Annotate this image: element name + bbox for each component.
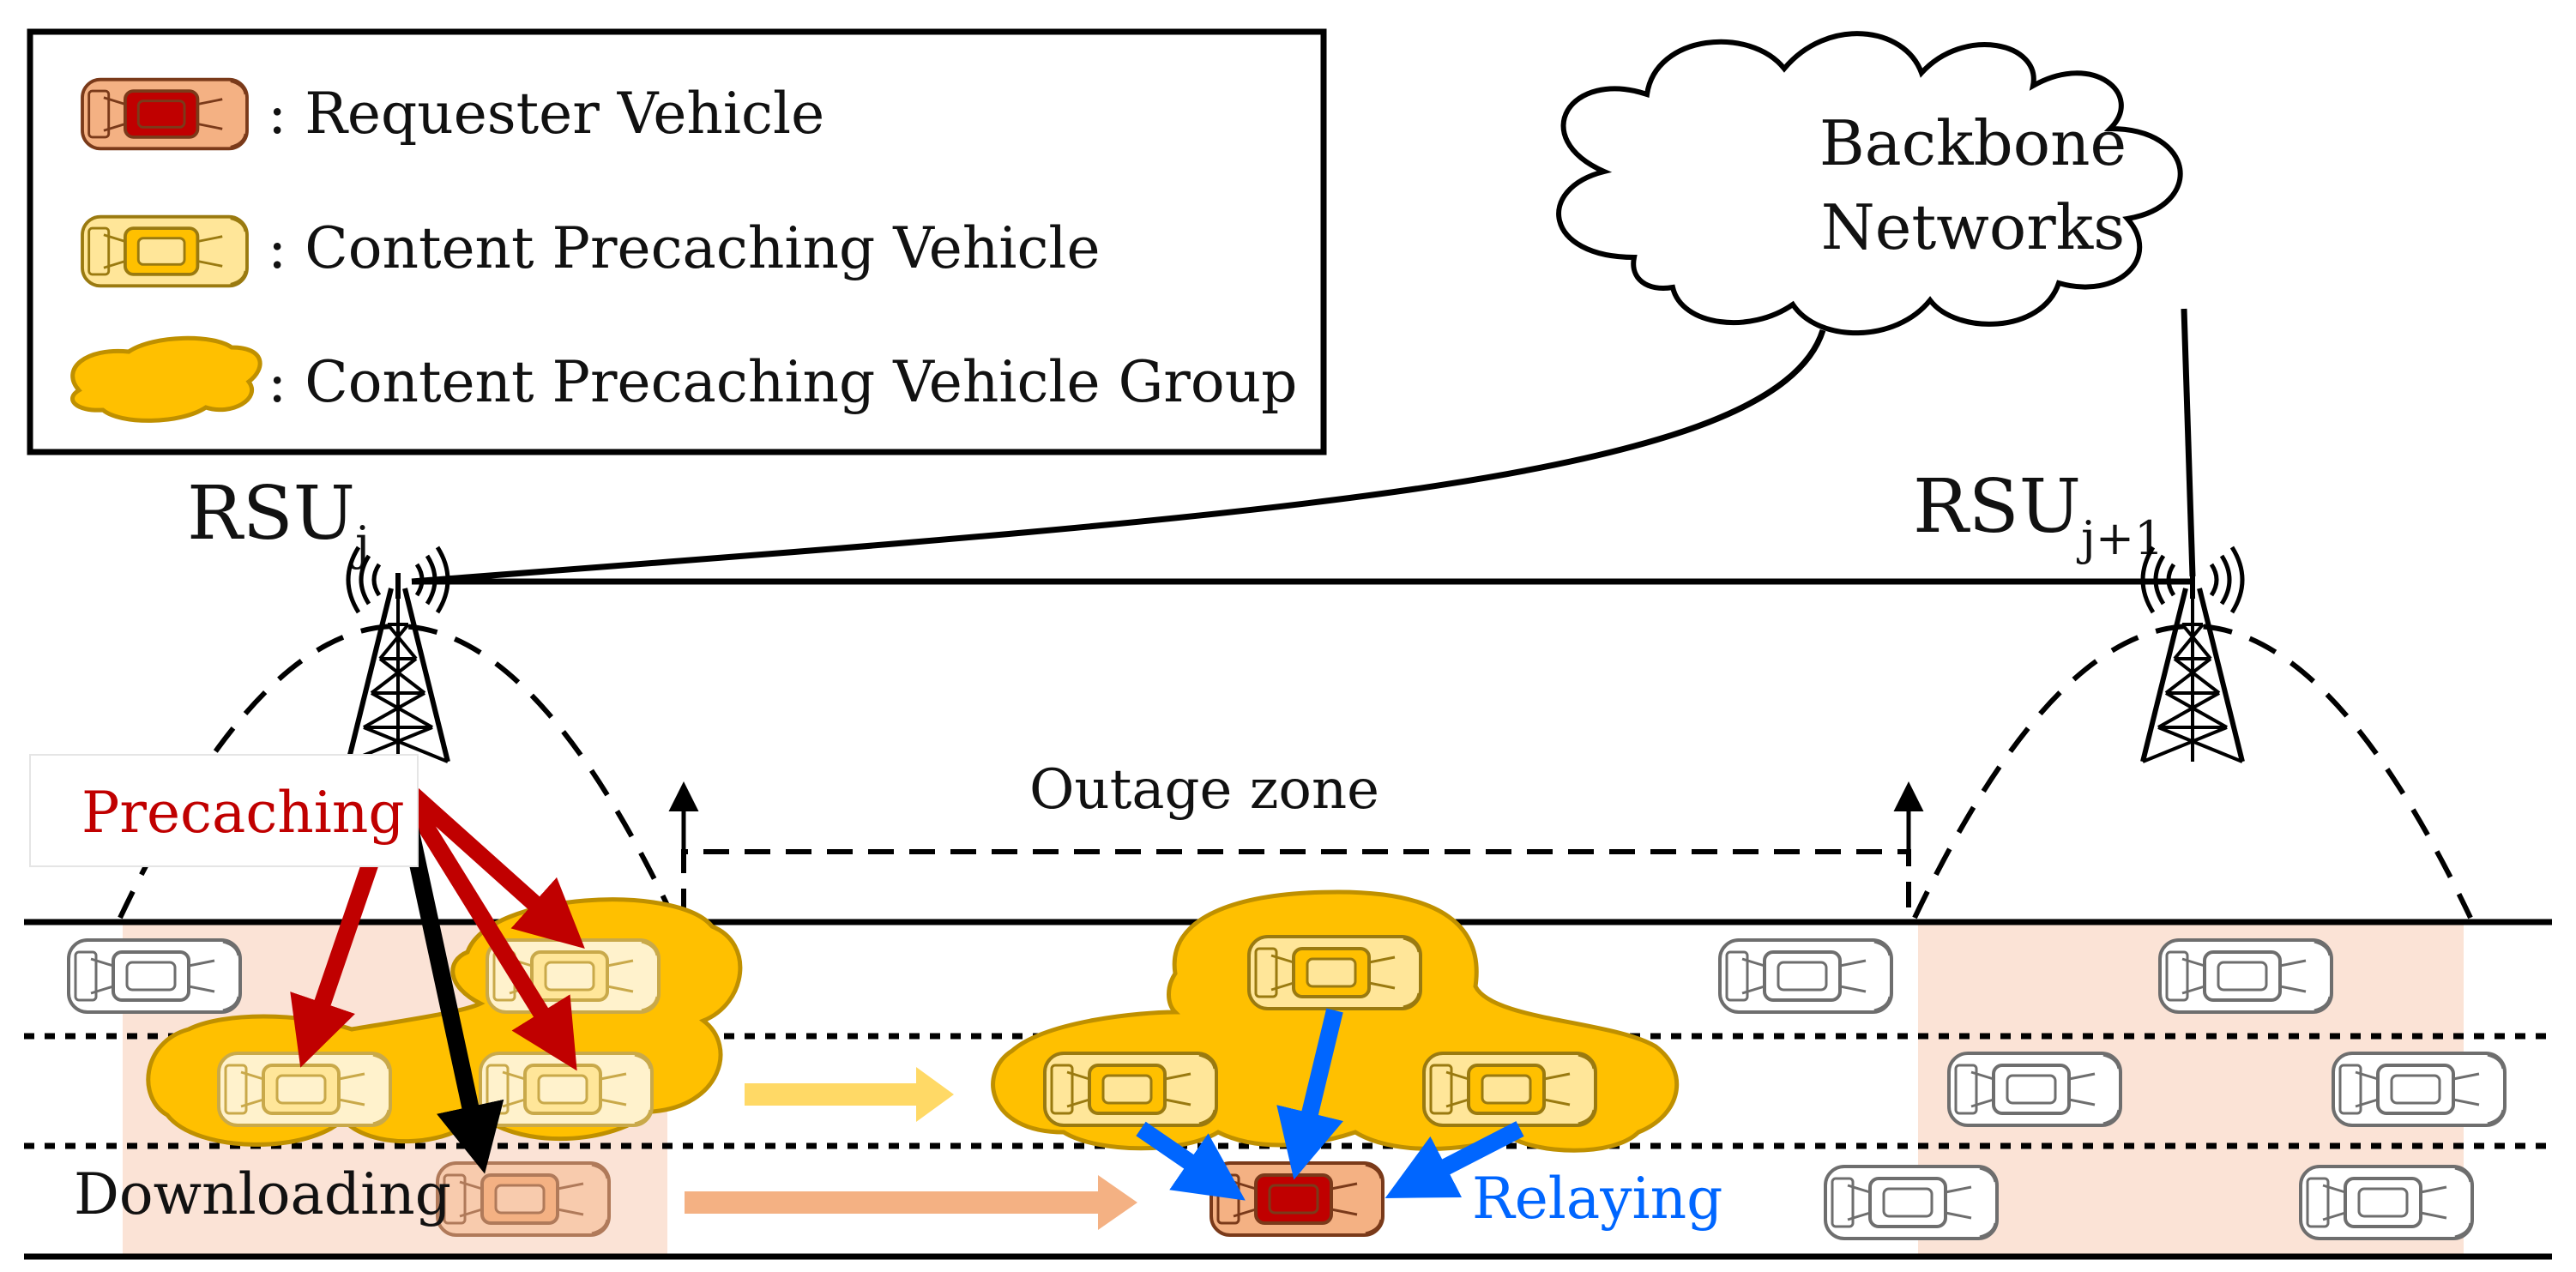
- vehicle-empty-5: [2332, 1052, 2507, 1127]
- backbone-link-left: [411, 329, 1826, 585]
- backbone-link-right: [2181, 308, 2196, 577]
- vehicle-precache-1: [1247, 935, 1422, 1010]
- precaching-arrow-3: [394, 782, 577, 1071]
- backbone-cloud: [1556, 31, 2183, 336]
- vehicle-precache-3: [1422, 1052, 1597, 1127]
- rsu-right-tower-icon: [2140, 546, 2245, 763]
- rsu-left-tower-icon: [346, 546, 450, 763]
- downloading-label: Downloading: [74, 1161, 451, 1227]
- precaching-arrow-2: [399, 781, 585, 949]
- cloud-label-line2: Networks: [1821, 191, 2126, 263]
- relaying-label: Relaying: [1472, 1166, 1722, 1232]
- vehicle-requester: [1210, 1161, 1385, 1237]
- legend-precaching-vehicle-label: : Content Precaching Vehicle: [268, 215, 1101, 281]
- legend-requester-label: : Requester Vehicle: [268, 81, 824, 147]
- vehicle-empty-3: [2158, 938, 2333, 1014]
- legend-precaching-group-label: : Content Precaching Vehicle Group: [268, 349, 1297, 415]
- legend-precaching-vehicle-icon: [81, 214, 249, 288]
- relaying-arrow-1: [1276, 1008, 1344, 1180]
- legend-group-swatch: [70, 335, 262, 423]
- relaying-arrow-2: [1136, 1121, 1246, 1201]
- precaching-label-box: [29, 754, 419, 867]
- vehicle-faded-precache-2: [217, 1052, 392, 1127]
- relaying-arrow-3: [1385, 1121, 1524, 1198]
- vehicle-empty-4: [1947, 1052, 2122, 1127]
- cloud-label-line1: Backbone: [1819, 107, 2127, 179]
- outage-zone-bracket: [681, 849, 1911, 914]
- rsu-left-label: RSUj: [187, 471, 370, 570]
- vehicle-empty-6: [1824, 1165, 1999, 1240]
- legend-requester-icon: [81, 77, 249, 151]
- vehicle-empty-2: [1718, 938, 1893, 1014]
- vehicle-faded-requester: [436, 1161, 611, 1237]
- vehicle-faded-precache-3: [479, 1052, 654, 1127]
- rsu-right-label: RSUj+1: [1913, 464, 2164, 565]
- movement-arrow-orange: [685, 1175, 1137, 1230]
- vehicle-empty-7: [2299, 1165, 2474, 1240]
- vehicle-precache-2: [1043, 1052, 1218, 1127]
- rsu-right-coverage-arc: [1912, 624, 2473, 919]
- vehicles-layer: [67, 935, 2507, 1240]
- precaching-label: Precaching: [81, 780, 405, 846]
- outage-zone-label: Outage zone: [1029, 758, 1379, 822]
- vehicle-empty-1: [67, 938, 242, 1014]
- movement-arrow-yellow: [745, 1067, 954, 1122]
